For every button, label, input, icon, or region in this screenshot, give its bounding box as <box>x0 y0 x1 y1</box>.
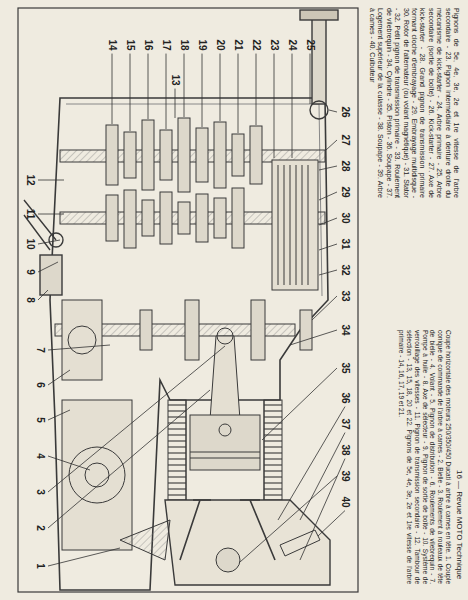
cylinder-head <box>165 500 330 585</box>
leader-line <box>166 54 167 129</box>
callout-number: 25 <box>305 39 315 50</box>
callout-number: 30 <box>340 212 350 223</box>
callout-number: 14 <box>107 39 117 50</box>
leader-line <box>319 244 337 250</box>
leader-line <box>319 166 337 170</box>
callout-number: 23 <box>269 39 279 50</box>
frame <box>18 8 358 592</box>
cylinder-fins <box>264 400 282 500</box>
gear-lever <box>24 200 63 295</box>
leader-line <box>318 511 345 536</box>
callout-number: 36 <box>340 392 350 403</box>
leader-line <box>238 54 239 133</box>
callout-number: 6 <box>35 382 45 388</box>
callout-number: 3 <box>35 489 45 495</box>
callout-number: 8 <box>25 297 35 303</box>
bevel-gear <box>120 520 170 560</box>
callout-number: 7 <box>35 347 45 353</box>
callout-number: 1 <box>35 563 45 569</box>
page-footer: 16 — Revue MOTO Technique <box>455 470 464 579</box>
leader-line <box>48 345 110 350</box>
callout-number: 12 <box>25 174 35 185</box>
callout-number: 16 <box>143 39 153 50</box>
callout-number: 32 <box>340 264 350 275</box>
gears <box>106 118 262 248</box>
callout-number: 5 <box>35 417 45 423</box>
callout-number: 28 <box>340 160 350 171</box>
leader-line <box>319 270 337 275</box>
callout-number: 38 <box>340 444 350 455</box>
callout-number: 40 <box>340 496 350 507</box>
leader-line <box>48 370 70 385</box>
leader-line <box>202 54 203 127</box>
leader-line <box>220 54 221 121</box>
leader-line <box>48 346 225 492</box>
leader-line <box>256 54 257 125</box>
leader-line <box>319 218 337 225</box>
callout-number: 34 <box>340 324 350 335</box>
leader-line <box>319 192 337 200</box>
leader-line <box>38 262 58 272</box>
leader-line <box>38 240 60 244</box>
leader-line <box>278 407 345 520</box>
callout-number: 19 <box>197 39 207 50</box>
callout-number: 11 <box>25 209 35 220</box>
callout-number: 29 <box>340 186 350 197</box>
callout-number: 13 <box>170 74 180 85</box>
kick-starter <box>300 10 338 119</box>
leader-line <box>38 214 64 215</box>
leader-line <box>326 140 337 150</box>
callout-number: 2 <box>35 525 45 531</box>
leader-line <box>274 54 275 158</box>
caption-text: Coupe horizontale des moteurs 250/350/45… <box>396 330 452 584</box>
leader-line <box>48 456 90 470</box>
callout-number: 33 <box>340 290 350 301</box>
leader-line <box>48 548 120 566</box>
big-end <box>217 328 233 344</box>
leader-line <box>48 390 210 528</box>
callout-number: 9 <box>25 269 35 275</box>
leader-line <box>48 410 70 420</box>
connecting-rod <box>210 336 240 420</box>
callout-number: 35 <box>340 362 350 373</box>
leader-line <box>38 180 64 181</box>
leader-line <box>130 54 131 131</box>
caption-text: Pignons de 5e, 4e, 3e, 2e et 1re vitesse… <box>368 8 460 198</box>
callout-number: 24 <box>287 39 297 50</box>
rocker <box>280 530 320 556</box>
crankcase-inner <box>66 104 322 296</box>
leader-line <box>38 290 48 300</box>
callout-number: 31 <box>340 238 350 249</box>
camshaft <box>216 548 240 572</box>
leader-line <box>329 110 337 112</box>
callout-number: 15 <box>125 39 135 50</box>
leader-line <box>175 89 176 118</box>
leader-line <box>290 330 337 345</box>
leader-line <box>312 296 337 320</box>
callout-number: 17 <box>161 39 171 50</box>
callout-number: 21 <box>233 39 243 50</box>
callout-number: 27 <box>340 134 350 145</box>
callout-number: 26 <box>340 106 350 117</box>
callout-number: 10 <box>25 238 35 249</box>
callout-number: 37 <box>340 418 350 429</box>
leader-line <box>112 54 113 124</box>
piston <box>190 415 260 470</box>
leader-line <box>240 476 337 562</box>
leader-line <box>184 54 185 117</box>
callout-number: 4 <box>35 453 45 459</box>
clutch <box>272 160 318 290</box>
callout-number: 20 <box>215 39 225 50</box>
cylinder-fins <box>168 400 186 500</box>
callout-number: 39 <box>340 470 350 481</box>
callout-number: 22 <box>251 39 261 50</box>
leader-line <box>300 433 345 520</box>
leader-line <box>300 459 345 560</box>
flywheel <box>62 300 132 550</box>
leader-line <box>262 368 337 440</box>
leader-line <box>148 54 149 119</box>
leader-line <box>292 54 293 158</box>
leader-line <box>310 54 311 104</box>
callout-number: 18 <box>179 39 189 50</box>
